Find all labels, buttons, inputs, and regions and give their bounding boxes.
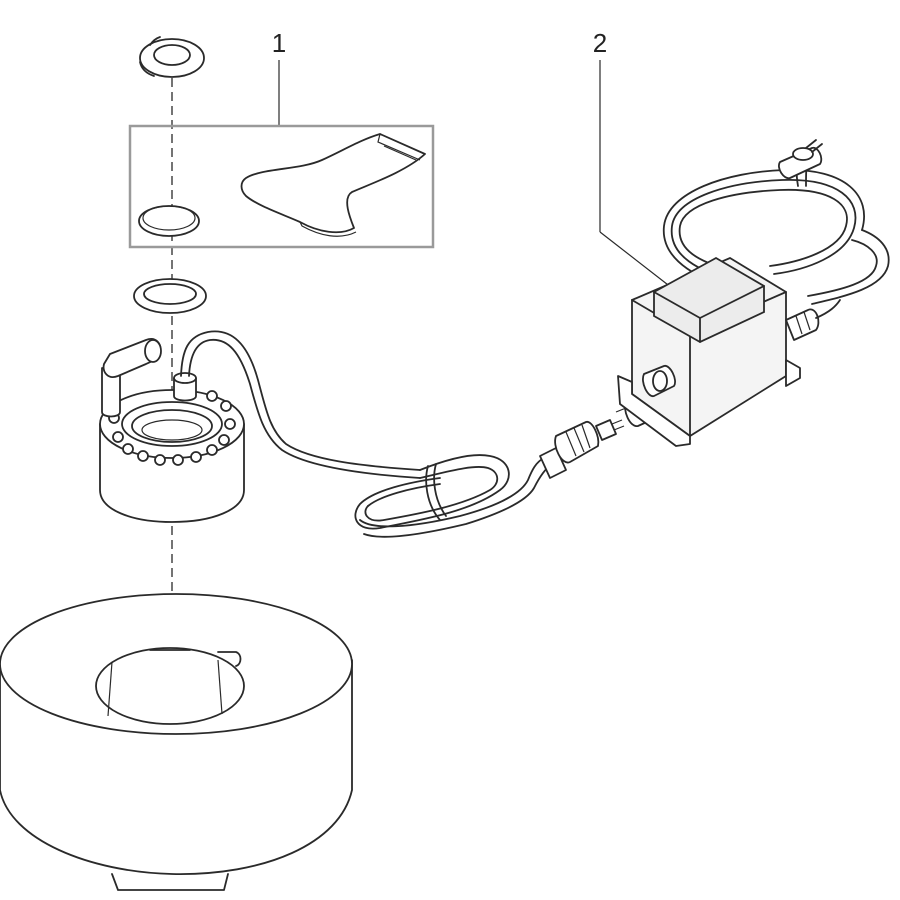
mist-maker-cable (180, 330, 553, 538)
seal-disc (138, 205, 200, 237)
callout-number-2: 2 (593, 28, 607, 58)
wear-parts-kit-frame (128, 124, 435, 249)
mains-plug (778, 139, 823, 180)
float-ring (0, 593, 353, 891)
o-ring (133, 278, 207, 314)
cleaning-tool (240, 133, 426, 237)
led-ring (108, 390, 236, 466)
retaining-ring (139, 36, 205, 78)
mist-maker-unit (99, 338, 245, 523)
callout-number-1: 1 (272, 28, 286, 58)
callout-leader-2-tail (599, 231, 673, 289)
cable-plug-connector (539, 419, 625, 479)
transformer (617, 139, 890, 447)
